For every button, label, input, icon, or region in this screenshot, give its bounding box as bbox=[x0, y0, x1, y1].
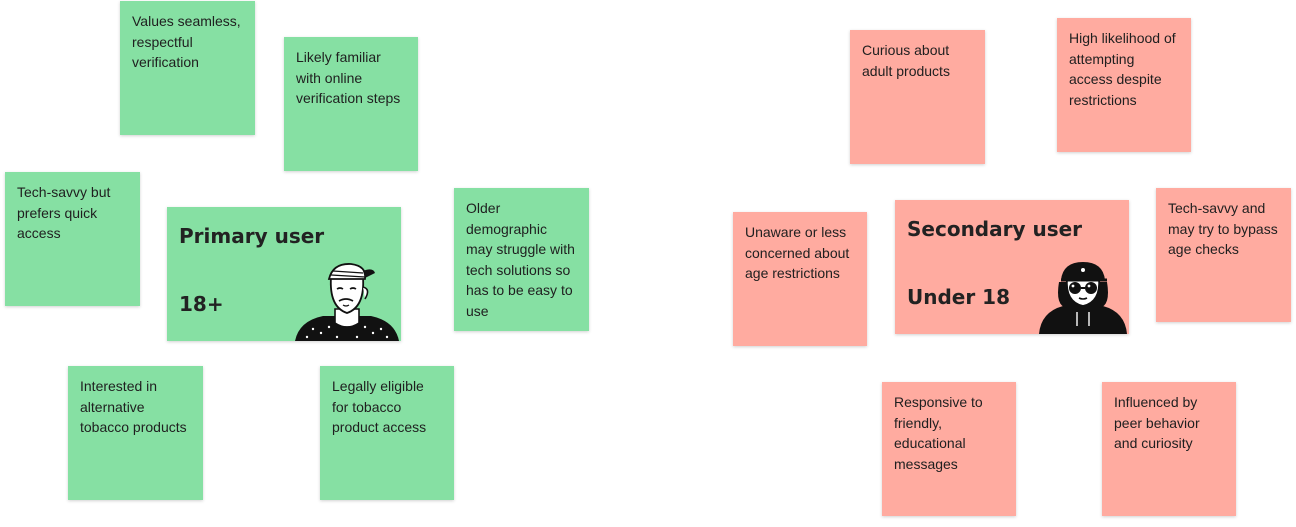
sticky-note-text: Unaware or less concerned about age rest… bbox=[745, 224, 850, 281]
sticky-note-text: Responsive to friendly, educational mess… bbox=[894, 394, 983, 472]
sticky-note[interactable]: Influenced by peer behavior and curiosit… bbox=[1102, 382, 1236, 516]
sticky-note-text: Influenced by peer behavior and curiosit… bbox=[1114, 394, 1200, 451]
teen-with-sunglasses-icon bbox=[1039, 262, 1127, 334]
sticky-note-text: Interested in alternative tobacco produc… bbox=[80, 378, 187, 435]
secondary-user-age: Under 18 bbox=[907, 285, 1011, 309]
secondary-user-card[interactable]: Secondary user Under 18 bbox=[895, 200, 1129, 334]
primary-user-title: Primary user bbox=[179, 224, 325, 248]
sticky-note[interactable]: Responsive to friendly, educational mess… bbox=[882, 382, 1016, 516]
sticky-note-text: Tech-savvy and may try to bypass age che… bbox=[1168, 200, 1278, 257]
sticky-note[interactable]: Tech-savvy but prefers quick access bbox=[5, 172, 140, 306]
sticky-note-text: Values seamless, respectful verification bbox=[132, 13, 241, 70]
secondary-user-title: Secondary user bbox=[907, 217, 1083, 241]
sticky-note-text: Curious about adult products bbox=[862, 42, 950, 79]
primary-user-card[interactable]: Primary user 18+ bbox=[167, 207, 401, 341]
sticky-note-text: Tech-savvy but prefers quick access bbox=[17, 184, 111, 241]
sticky-note[interactable]: Older demographic may struggle with tech… bbox=[454, 188, 589, 331]
sticky-note[interactable]: Legally eligible for tobacco product acc… bbox=[320, 366, 454, 500]
man-with-cap-icon bbox=[295, 263, 399, 341]
sticky-note[interactable]: Unaware or less concerned about age rest… bbox=[733, 212, 867, 346]
sticky-note[interactable]: Likely familiar with online verification… bbox=[284, 37, 418, 171]
sticky-note-text: High likelihood of attempting access des… bbox=[1069, 30, 1176, 108]
sticky-note-text: Legally eligible for tobacco product acc… bbox=[332, 378, 427, 435]
sticky-note[interactable]: Curious about adult products bbox=[850, 30, 985, 164]
sticky-note-text: Likely familiar with online verification… bbox=[296, 49, 401, 106]
sticky-note[interactable]: High likelihood of attempting access des… bbox=[1057, 18, 1191, 152]
sticky-note-text: Older demographic may struggle with tech… bbox=[466, 200, 575, 319]
primary-user-age: 18+ bbox=[179, 292, 224, 316]
sticky-note[interactable]: Values seamless, respectful verification bbox=[120, 1, 255, 135]
sticky-note[interactable]: Interested in alternative tobacco produc… bbox=[68, 366, 203, 500]
sticky-note[interactable]: Tech-savvy and may try to bypass age che… bbox=[1156, 188, 1291, 322]
